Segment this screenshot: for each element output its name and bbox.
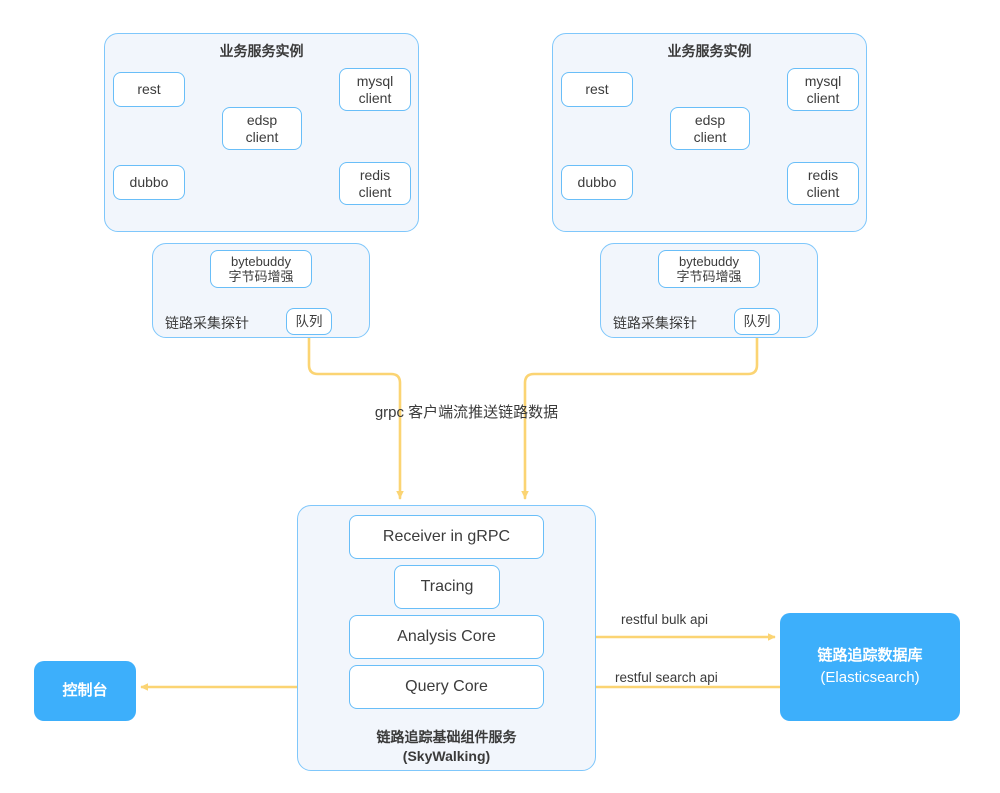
service-instance-title-2: 业务服务实例: [667, 43, 752, 59]
node-redis-client-line2: client: [358, 183, 392, 200]
grpc-transport-label: grpc 客户端流推送链路数据: [374, 404, 559, 421]
probe-queue-box-1[interactable]: 队列: [286, 308, 332, 335]
service-instance-title-1: 业务服务实例: [219, 43, 304, 59]
backend-receiver-box[interactable]: Receiver in gRPC: [349, 515, 544, 559]
probe-bytebuddy-line1: bytebuddy: [679, 253, 739, 269]
node-rest-2[interactable]: rest: [561, 72, 633, 107]
storage-line1: 链路追踪数据库: [817, 647, 923, 665]
backend-title-line2: (SkyWalking): [402, 747, 491, 764]
node-rest-1[interactable]: rest: [113, 72, 185, 107]
node-redis-client-line1: redis: [359, 166, 391, 183]
node-mysql-client-line2: client: [358, 89, 392, 106]
probe-bytebuddy-box-2[interactable]: bytebuddy 字节码增强: [658, 250, 760, 288]
node-edsp-client-line2: client: [245, 128, 279, 145]
backend-query-core-box[interactable]: Query Core: [349, 665, 544, 709]
storage-line2: (Elasticsearch): [820, 669, 920, 686]
backend-title: 链路追踪基础组件服务 (SkyWalking): [297, 728, 596, 766]
node-mysql-client-1[interactable]: mysql client: [339, 68, 411, 111]
edge-label-restful-search-api: restful search api: [615, 670, 718, 685]
node-edsp-client-line1: edsp: [246, 111, 278, 128]
node-redis-client-line2: client: [806, 183, 840, 200]
probe-label-2: 链路采集探针: [613, 315, 697, 331]
probe-queue-box-2[interactable]: 队列: [734, 308, 780, 335]
probe-bytebuddy-line2: 字节码增强: [228, 269, 294, 284]
backend-tracing-box[interactable]: Tracing: [394, 565, 500, 609]
node-mysql-client-line2: client: [806, 89, 840, 106]
node-edsp-client-2[interactable]: edsp client: [670, 107, 750, 150]
console-box[interactable]: 控制台: [34, 661, 136, 721]
node-redis-client-1[interactable]: redis client: [339, 162, 411, 205]
node-mysql-client-line1: mysql: [356, 72, 394, 89]
node-edsp-client-1[interactable]: edsp client: [222, 107, 302, 150]
node-redis-client-2[interactable]: redis client: [787, 162, 859, 205]
probe-bytebuddy-line1: bytebuddy: [231, 253, 291, 269]
node-dubbo-2[interactable]: dubbo: [561, 165, 633, 200]
node-dubbo-1[interactable]: dubbo: [113, 165, 185, 200]
storage-elasticsearch-box[interactable]: 链路追踪数据库 (Elasticsearch): [780, 613, 960, 721]
probe-bytebuddy-line2: 字节码增强: [676, 269, 742, 284]
probe-label-1: 链路采集探针: [165, 315, 249, 331]
probe-bytebuddy-box-1[interactable]: bytebuddy 字节码增强: [210, 250, 312, 288]
node-edsp-client-line1: edsp: [694, 111, 726, 128]
node-mysql-client-line1: mysql: [804, 72, 842, 89]
edge-label-restful-bulk-api: restful bulk api: [621, 612, 709, 627]
node-mysql-client-2[interactable]: mysql client: [787, 68, 859, 111]
backend-analysis-core-box[interactable]: Analysis Core: [349, 615, 544, 659]
node-edsp-client-line2: client: [693, 128, 727, 145]
node-redis-client-line1: redis: [807, 166, 839, 183]
console-label: 控制台: [62, 682, 108, 700]
backend-title-line1: 链路追踪基础组件服务: [376, 729, 517, 745]
